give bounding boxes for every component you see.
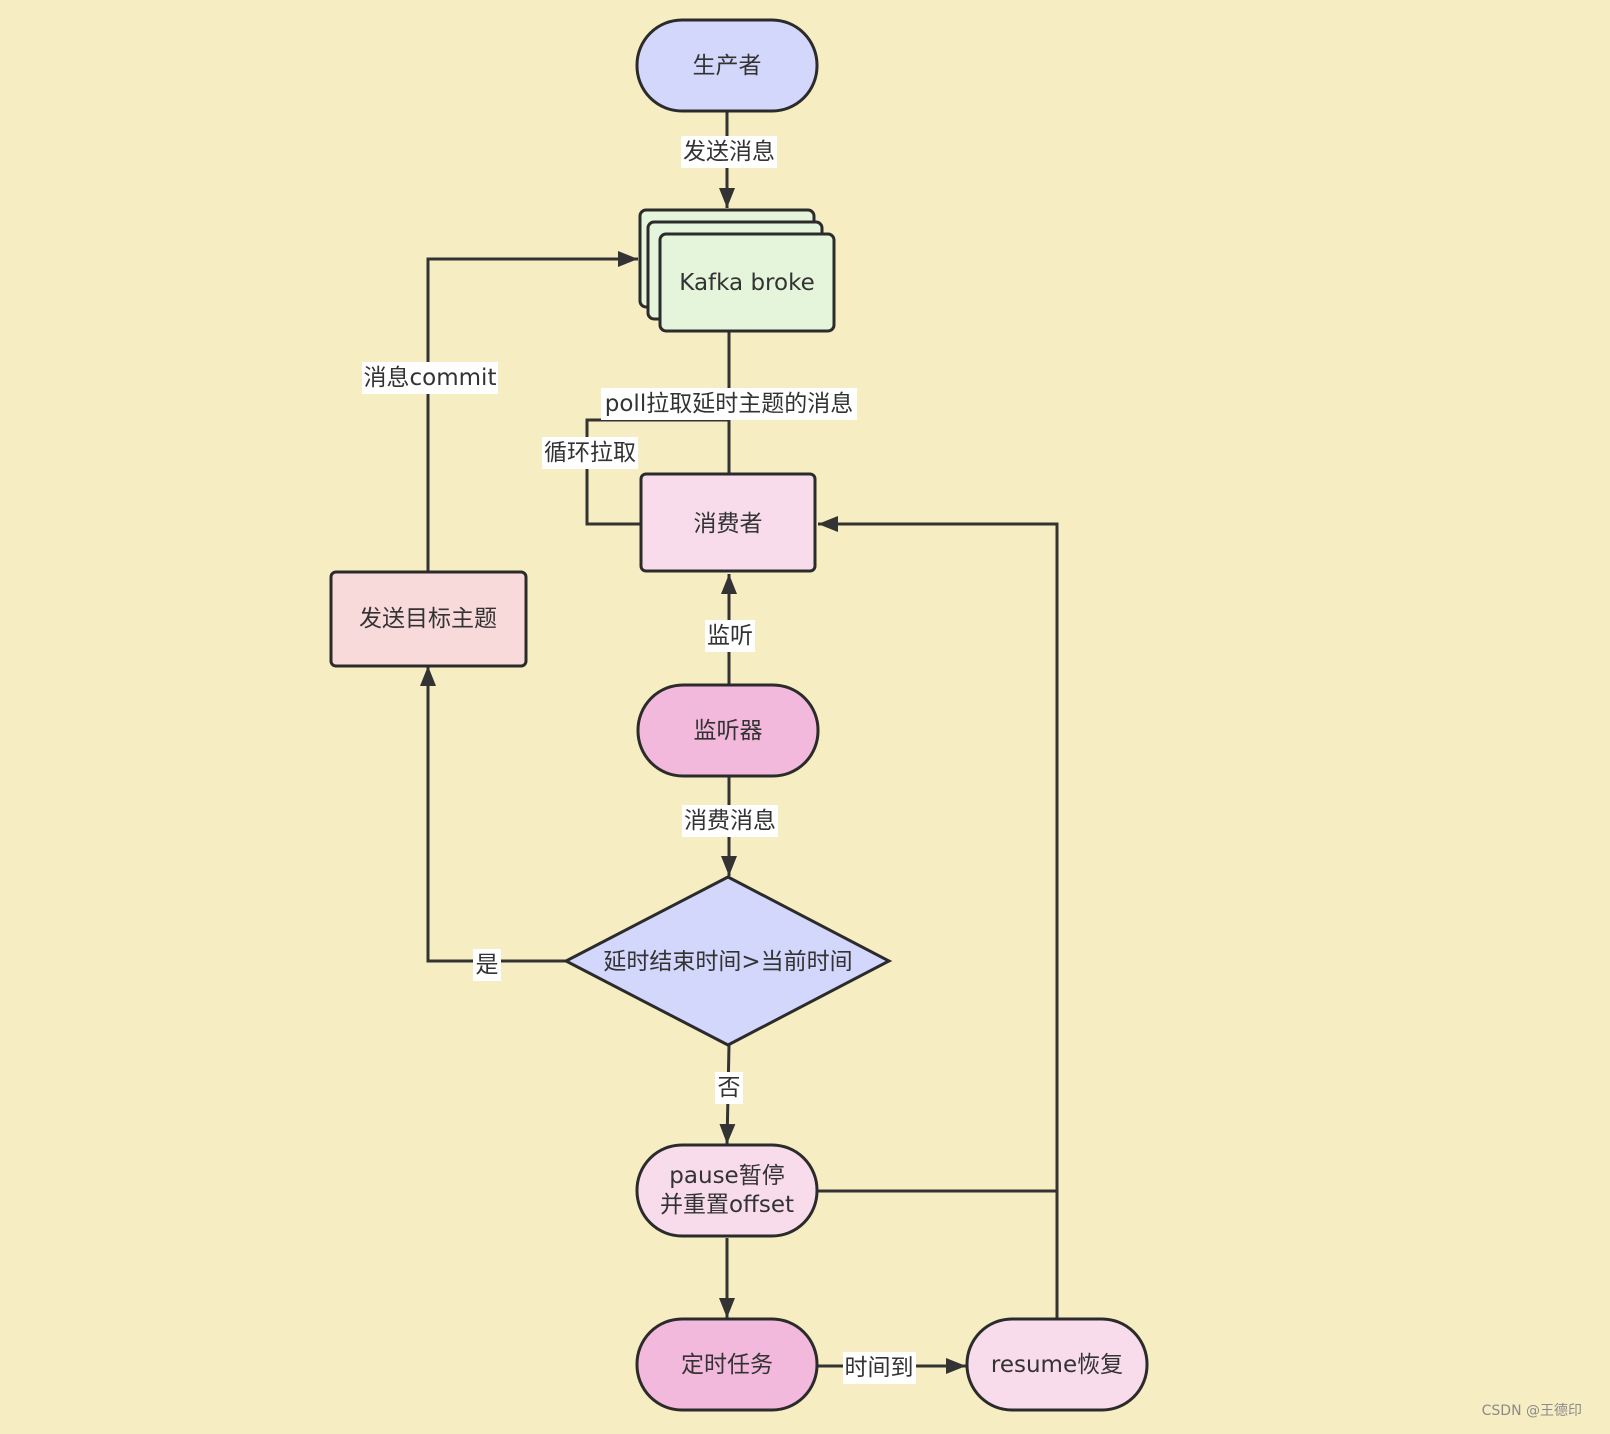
node-producer-label: 生产者 [693, 53, 762, 79]
label-listen: 监听 [705, 620, 755, 652]
node-timer-task: 定时任务 [635, 1317, 819, 1412]
node-timer-label: 定时任务 [681, 1352, 773, 1378]
edge-resume-to-consumer [818, 516, 1059, 1318]
label-consume-message: 消费消息 [682, 805, 778, 837]
svg-text:发送消息: 发送消息 [683, 139, 775, 165]
node-producer: 生产者 [635, 18, 819, 113]
node-broker-label: Kafka broke [679, 270, 814, 296]
svg-text:消息commit: 消息commit [364, 365, 497, 391]
node-pause-reset: pause暂停 并重置offset [635, 1143, 819, 1238]
edge-decision-yes [420, 666, 566, 963]
label-send-message: 发送消息 [681, 136, 777, 168]
label-msg-commit: 消息commit [362, 362, 498, 394]
svg-text:消费消息: 消费消息 [684, 808, 776, 834]
svg-text:是: 是 [476, 952, 499, 978]
svg-text:否: 否 [718, 1075, 741, 1101]
node-listener-label: 监听器 [694, 718, 763, 744]
label-time-up: 时间到 [843, 1352, 916, 1384]
node-consumer: 消费者 [639, 472, 817, 573]
node-pause-label-line1: pause暂停 [669, 1163, 784, 1189]
node-send-target-topic: 发送目标主题 [329, 570, 528, 668]
node-consumer-label: 消费者 [694, 511, 763, 537]
node-decision: 延时结束时间>当前时间 [562, 875, 893, 1047]
edge-commit-to-broker [426, 251, 638, 572]
node-pause-label-line2: 并重置offset [660, 1192, 794, 1218]
node-resume-label: resume恢复 [991, 1352, 1123, 1378]
node-listener: 监听器 [636, 683, 820, 778]
node-resume: resume恢复 [965, 1317, 1149, 1412]
node-send-target-label: 发送目标主题 [359, 606, 497, 632]
label-poll: poll拉取延时主题的消息 [601, 388, 857, 420]
label-no: 否 [715, 1072, 743, 1104]
label-loop-pull: 循环拉取 [542, 437, 638, 469]
node-decision-label: 延时结束时间>当前时间 [603, 949, 852, 975]
svg-text:时间到: 时间到 [845, 1355, 914, 1381]
svg-text:循环拉取: 循环拉取 [544, 440, 636, 466]
watermark: CSDN @王德印 [1481, 1403, 1582, 1419]
label-yes: 是 [473, 949, 501, 981]
node-kafka-broker: Kafka broke [638, 208, 836, 333]
svg-text:监听: 监听 [707, 623, 753, 649]
svg-text:poll拉取延时主题的消息: poll拉取延时主题的消息 [605, 391, 853, 417]
